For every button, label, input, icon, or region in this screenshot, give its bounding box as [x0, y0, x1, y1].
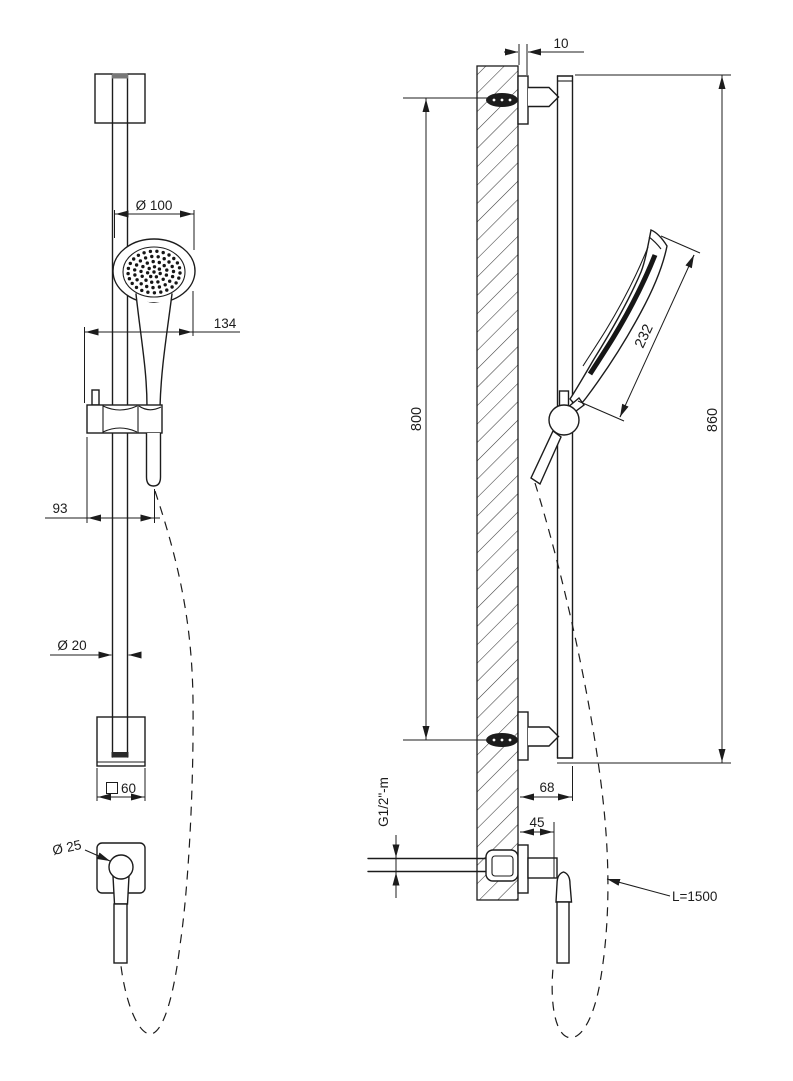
dim-plate-thickness: 10 [504, 36, 584, 75]
dim-fixing-centres: 800 [403, 97, 487, 741]
dim-outlet-diameter-label: Ø 25 [51, 837, 83, 858]
dim-hose-length-label: L=1500 [672, 889, 717, 904]
dim-bracket-size-label: 60 [121, 781, 136, 796]
hose-nipple [112, 875, 130, 905]
side-hose-end [556, 901, 570, 964]
dim-handshower-length-label: 232 [632, 322, 657, 351]
dim-rail-offset-label: 68 [539, 780, 554, 795]
side-view [367, 65, 668, 1039]
supply-pipe [367, 849, 519, 882]
front-shower-head [112, 238, 196, 408]
side-water-outlet [517, 844, 573, 964]
dim-fixing-centres-label: 800 [409, 407, 425, 431]
dim-slider-width: 93 [45, 437, 160, 523]
front-slider [86, 389, 163, 487]
dim-hose-length: L=1500 [606, 878, 717, 904]
dim-plate-thickness-label: 10 [553, 36, 568, 51]
knob-pin [558, 390, 570, 407]
dim-outlet-diameter: Ø 25 [51, 837, 111, 862]
rail-top-cap [112, 73, 128, 79]
dim-rail-diameter: Ø 20 [50, 638, 142, 659]
dim-rail-length-label: 860 [705, 408, 721, 432]
handle-grip-end [145, 433, 162, 487]
dim-connection-thread: G1/2"-m [376, 777, 400, 898]
slider-lock-pin [91, 389, 100, 406]
dim-head-offset-label: 134 [214, 316, 237, 331]
dim-slider-width-label: 93 [52, 501, 67, 516]
outlet-ball-joint [108, 854, 134, 880]
front-hose-dashed [120, 490, 194, 1035]
hose-connector [555, 871, 573, 903]
front-top-bracket [94, 73, 146, 124]
dim-bracket-size: 60 [96, 768, 146, 801]
slider-knob [548, 404, 580, 436]
top-wall-plate [517, 75, 529, 125]
dimension-annotations: Ø 100 134 93 Ø 20 [45, 36, 731, 904]
bottom-wall-plate [517, 711, 529, 761]
bottom-bracket-arm [528, 726, 560, 747]
dim-rail-diameter-label: Ø 20 [57, 638, 86, 653]
outlet-plate [517, 844, 529, 894]
rail-bottom-cap [111, 752, 129, 758]
dim-head-offset: 134 [84, 291, 240, 403]
dim-head-diameter: Ø 100 [114, 198, 195, 250]
dim-outlet-depth: 45 [520, 815, 555, 878]
side-hose-dashed [534, 482, 609, 1039]
wall-section [476, 65, 519, 901]
top-bracket-arm [528, 86, 560, 108]
hose-end [113, 903, 128, 964]
front-view [86, 73, 196, 1035]
front-water-outlet [96, 842, 146, 964]
side-bottom-bracket [486, 711, 560, 761]
dim-rail-length: 860 [557, 74, 731, 764]
side-top-bracket [486, 75, 560, 125]
square-symbol-icon [106, 782, 118, 794]
slider-lever [530, 429, 562, 486]
dim-handshower-length: 232 [577, 235, 701, 422]
dim-head-diameter-label: Ø 100 [136, 198, 173, 213]
outlet-body [527, 857, 558, 879]
dim-outlet-depth-label: 45 [529, 815, 544, 830]
dim-rail-offset: 68 [520, 766, 573, 801]
spray-face-dots [126, 249, 182, 295]
front-bottom-bracket [96, 716, 146, 767]
dim-connection-thread-label: G1/2"-m [376, 777, 391, 827]
side-shower-head [569, 229, 668, 408]
